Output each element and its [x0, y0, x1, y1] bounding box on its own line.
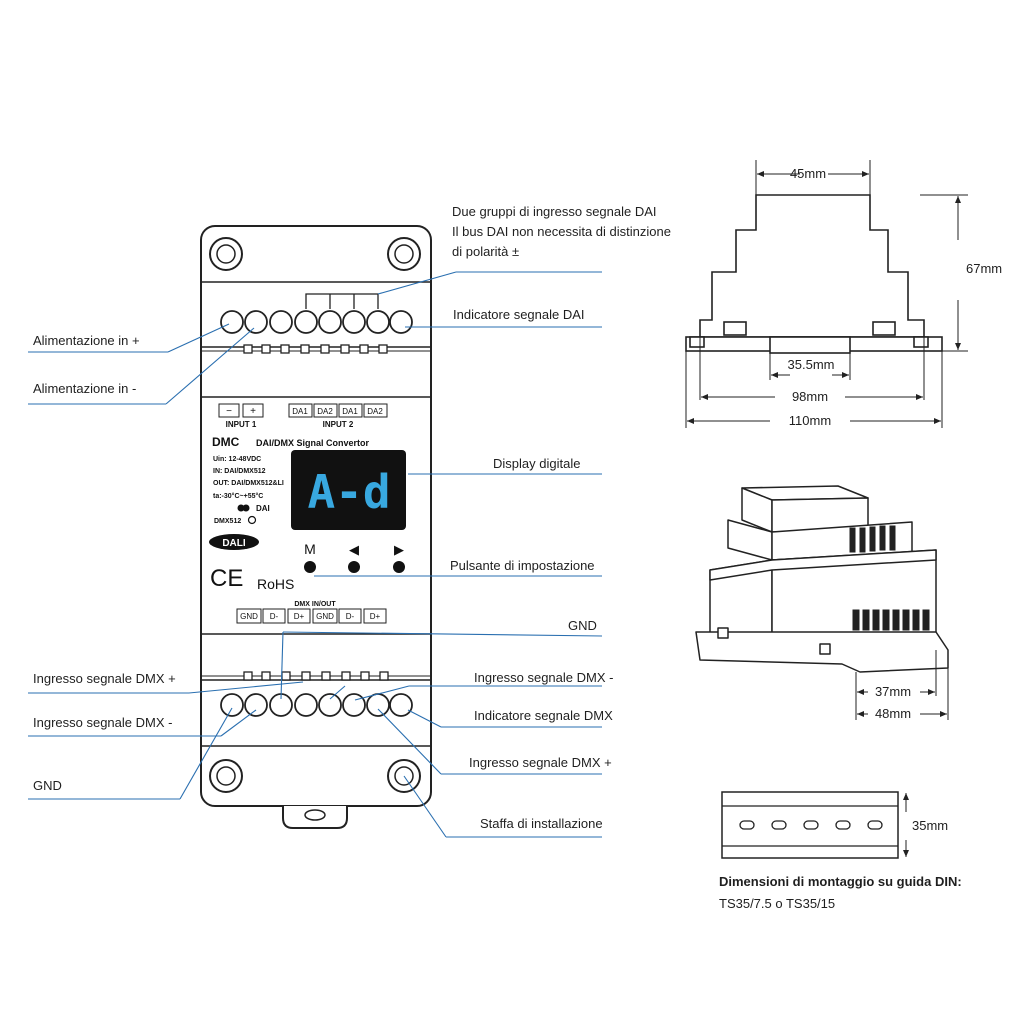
dmx-io-label: DMX IN/OUT [294, 601, 336, 608]
dim-height: 67mm [966, 261, 1002, 276]
callout-power-minus: Alimentazione in - [33, 381, 137, 396]
callout-dai-groups: Due gruppi di ingresso segnale DAI Il bu… [452, 202, 671, 262]
callout-dmx-plus-left: Ingresso segnale DMX + [33, 671, 176, 686]
device-front-view: − + INPUT 1 DA1 DA2 DA1 DA2 INPUT 2 DMC … [200, 225, 432, 829]
callout-lines [28, 271, 603, 838]
dali-logo: DALI [209, 534, 259, 550]
input1-terminals: − + INPUT 1 [218, 403, 264, 429]
spec-line: Uin: 12-48VDC [213, 456, 261, 463]
input1-plus: + [250, 406, 256, 417]
m-button[interactable] [304, 561, 316, 573]
callout-dmx-indicator: Indicatore segnale DMX [474, 708, 613, 723]
input1-label: INPUT 1 [226, 420, 257, 429]
dmx-term: GND [240, 612, 258, 621]
callout-power-plus: Alimentazione in + [33, 333, 140, 348]
isometric-dimensions [855, 650, 949, 720]
dim-clip: 35.5mm [788, 357, 835, 372]
dai-led-label: DAI [256, 504, 270, 513]
input2-term: DA2 [317, 407, 333, 416]
callout-dai-groups-line3: di polarità ± [452, 244, 520, 259]
dmx-led-label: DMX512 [214, 518, 241, 525]
dai-led [237, 504, 245, 512]
spec-line: OUT: DAI/DMX512&LI [213, 480, 284, 487]
digital-display [291, 450, 406, 530]
dmx-term: D- [270, 612, 279, 621]
input2-term: DA2 [367, 407, 383, 416]
side-profile-view [685, 194, 943, 354]
din-rail [721, 791, 909, 859]
side-dimensions [685, 160, 968, 428]
input2-term: DA1 [292, 407, 308, 416]
dim-rail-height: 35mm [912, 818, 948, 833]
callout-gnd-bottom: GND [33, 778, 62, 793]
top-indicator-strip [201, 344, 431, 354]
dmx-term: GND [316, 612, 334, 621]
spec-line: ta:-30°C~+55°C [213, 492, 263, 500]
spec-line: IN: DAI/DMX512 [213, 468, 266, 475]
dim-width-top: 45mm [790, 166, 826, 181]
isometric-view [695, 485, 949, 673]
button-right-label: ▶ [394, 542, 404, 557]
callout-setting-button: Pulsante di impostazione [450, 558, 595, 573]
callout-dai-indicator: Indicatore segnale DAI [453, 307, 585, 322]
ce-mark: CE [210, 565, 243, 592]
dim-depth-b: 48mm [875, 706, 911, 721]
din-rail-title: Dimensioni di montaggio su guida DIN: [719, 874, 962, 889]
dmx-term: D+ [294, 612, 305, 621]
model-name: DMC [212, 435, 240, 449]
dim-full-width: 110mm [789, 413, 831, 428]
callout-digital-display: Display digitale [493, 456, 581, 471]
din-rail-subtitle: TS35/7.5 o TS35/15 [719, 896, 836, 911]
input2-label: INPUT 2 [323, 420, 354, 429]
right-button[interactable] [393, 561, 405, 573]
button-left-label: ◀ [349, 542, 359, 557]
model-description: DAI/DMX Signal Convertor [256, 438, 370, 448]
display-readout: A-d [307, 465, 390, 519]
callout-mounting-bracket: Staffa di installazione [480, 816, 603, 831]
isometric-slots [849, 525, 930, 631]
callout-dai-groups-line1: Due gruppi di ingresso segnale DAI [452, 204, 657, 219]
callout-dmx-plus-right: Ingresso segnale DMX + [469, 755, 612, 770]
button-m-label: M [304, 541, 316, 557]
callout-dmx-minus-right: Ingresso segnale DMX - [474, 670, 614, 685]
dim-depth-a: 37mm [875, 684, 911, 699]
callout-gnd-top: GND [568, 618, 597, 633]
input2-term: DA1 [342, 407, 358, 416]
left-button[interactable] [348, 561, 360, 573]
dali-logo-text: DALI [222, 538, 246, 549]
top-terminal-screws [220, 310, 413, 334]
dmx-terminals: GND D- D+ GND D- D+ [236, 608, 387, 624]
dmx-term: D+ [370, 612, 381, 621]
dmx-term: D- [346, 612, 355, 621]
bottom-terminal-screws [220, 693, 413, 717]
callout-dmx-minus-left: Ingresso segnale DMX - [33, 715, 173, 730]
dmx-led [247, 515, 257, 525]
rohs-mark: RoHS [257, 576, 294, 592]
dim-mid-width: 98mm [792, 389, 828, 404]
input1-minus: − [226, 406, 232, 417]
input2-terminals: DA1 DA2 DA1 DA2 INPUT 2 [288, 403, 388, 429]
bottom-indicator-strip [201, 671, 431, 681]
callout-dai-groups-line2: Il bus DAI non necessita di distinzione [452, 224, 671, 239]
